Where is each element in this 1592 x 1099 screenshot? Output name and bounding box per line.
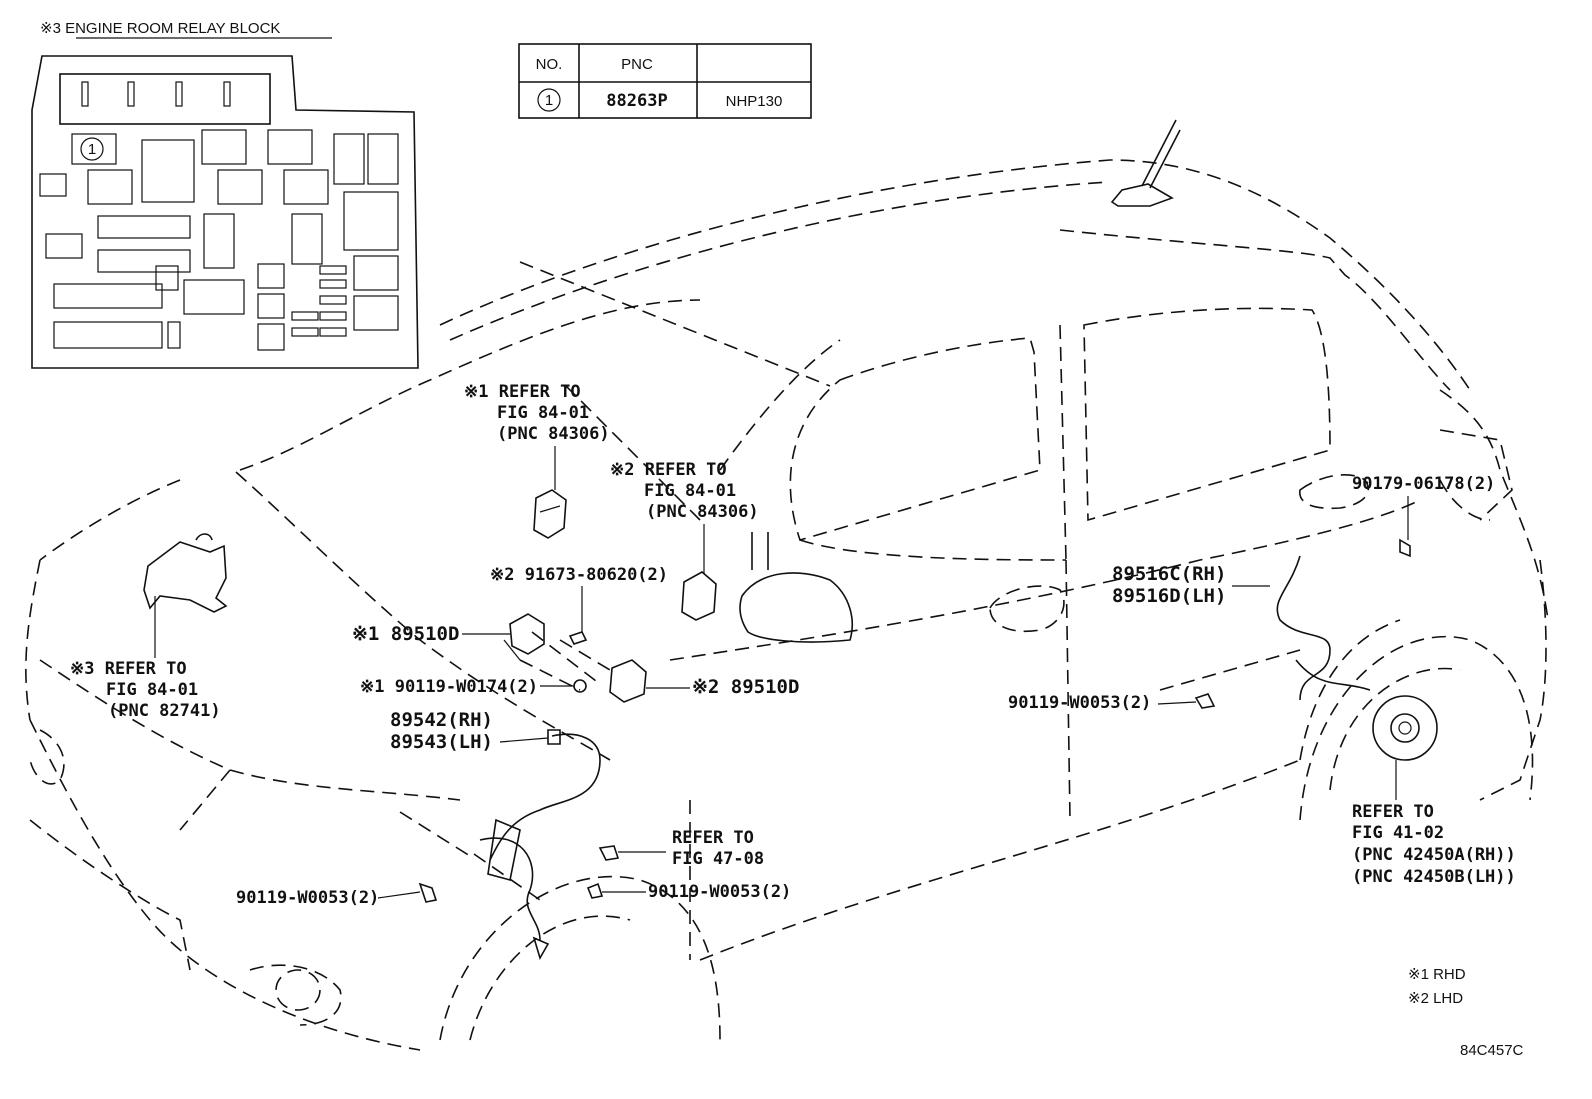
table-cell-model: NHP130 [726, 93, 783, 110]
table-cell-pnc: 88263P [606, 91, 667, 111]
table-cell-no: 1 [545, 92, 553, 109]
part-89543: 89543(LH) [390, 731, 493, 753]
relay-marker: 1 [88, 141, 96, 158]
refer47-line1: REFER TO [672, 828, 754, 848]
part-90119-w0053-rear: 90119-W0053(2) [1008, 693, 1151, 713]
part-90119-w0174: ※1 90119-W0174(2) [360, 677, 538, 697]
part-90119-w0053-left: 90119-W0053(2) [236, 888, 379, 908]
callout-labels: ※1 REFER TO FIG 84-01 (PNC 84306) ※2 REF… [70, 382, 1524, 1059]
figure-code: 84C457C [1460, 1042, 1524, 1059]
refer3-line1: ※3 REFER TO [70, 659, 187, 679]
refer2-line2: FIG 84-01 [644, 481, 736, 501]
part-89542: 89542(RH) [390, 709, 493, 731]
leader-lines [154, 446, 1409, 901]
refer41-line4: (PNC 42450B(LH)) [1352, 867, 1516, 887]
part-89516c: 89516C(RH) [1112, 563, 1226, 585]
legend-rhd: ※1 RHD [1408, 966, 1466, 983]
refer3-line3: (PNC 82741) [108, 701, 221, 721]
pnc-table: NO. PNC 1 88263P NHP130 [518, 43, 812, 119]
part-89510d-lhd: ※2 89510D [692, 676, 799, 698]
part-90119-w0053-mid: 90119-W0053(2) [648, 882, 791, 902]
refer1-line3: (PNC 84306) [497, 424, 610, 444]
table-header-no: NO. [536, 56, 563, 73]
refer41-line1: REFER TO [1352, 802, 1434, 822]
part-91673-80620: ※2 91673-80620(2) [490, 565, 668, 585]
part-90179-06178: 90179-06178(2) [1352, 474, 1495, 494]
part-89510d-rhd: ※1 89510D [352, 623, 459, 645]
refer2-line1: ※2 REFER TO [610, 460, 727, 480]
relay-block-inset: ※3 ENGINE ROOM RELAY BLOCK 1 [31, 20, 419, 369]
refer47-line2: FIG 47-08 [672, 849, 764, 869]
relay-block-title: ※3 ENGINE ROOM RELAY BLOCK [40, 20, 280, 37]
refer1-line2: FIG 84-01 [497, 403, 589, 423]
refer3-line2: FIG 84-01 [106, 680, 198, 700]
legend-lhd: ※2 LHD [1408, 990, 1463, 1007]
part-89516d: 89516D(LH) [1112, 585, 1226, 607]
table-header-pnc: PNC [621, 56, 653, 73]
refer41-line2: FIG 41-02 [1352, 823, 1444, 843]
refer1-line1: ※1 REFER TO [464, 382, 581, 402]
refer41-line3: (PNC 42450A(RH)) [1352, 845, 1516, 865]
car-body-outline [25, 119, 1549, 1051]
refer2-line3: (PNC 84306) [646, 502, 759, 522]
